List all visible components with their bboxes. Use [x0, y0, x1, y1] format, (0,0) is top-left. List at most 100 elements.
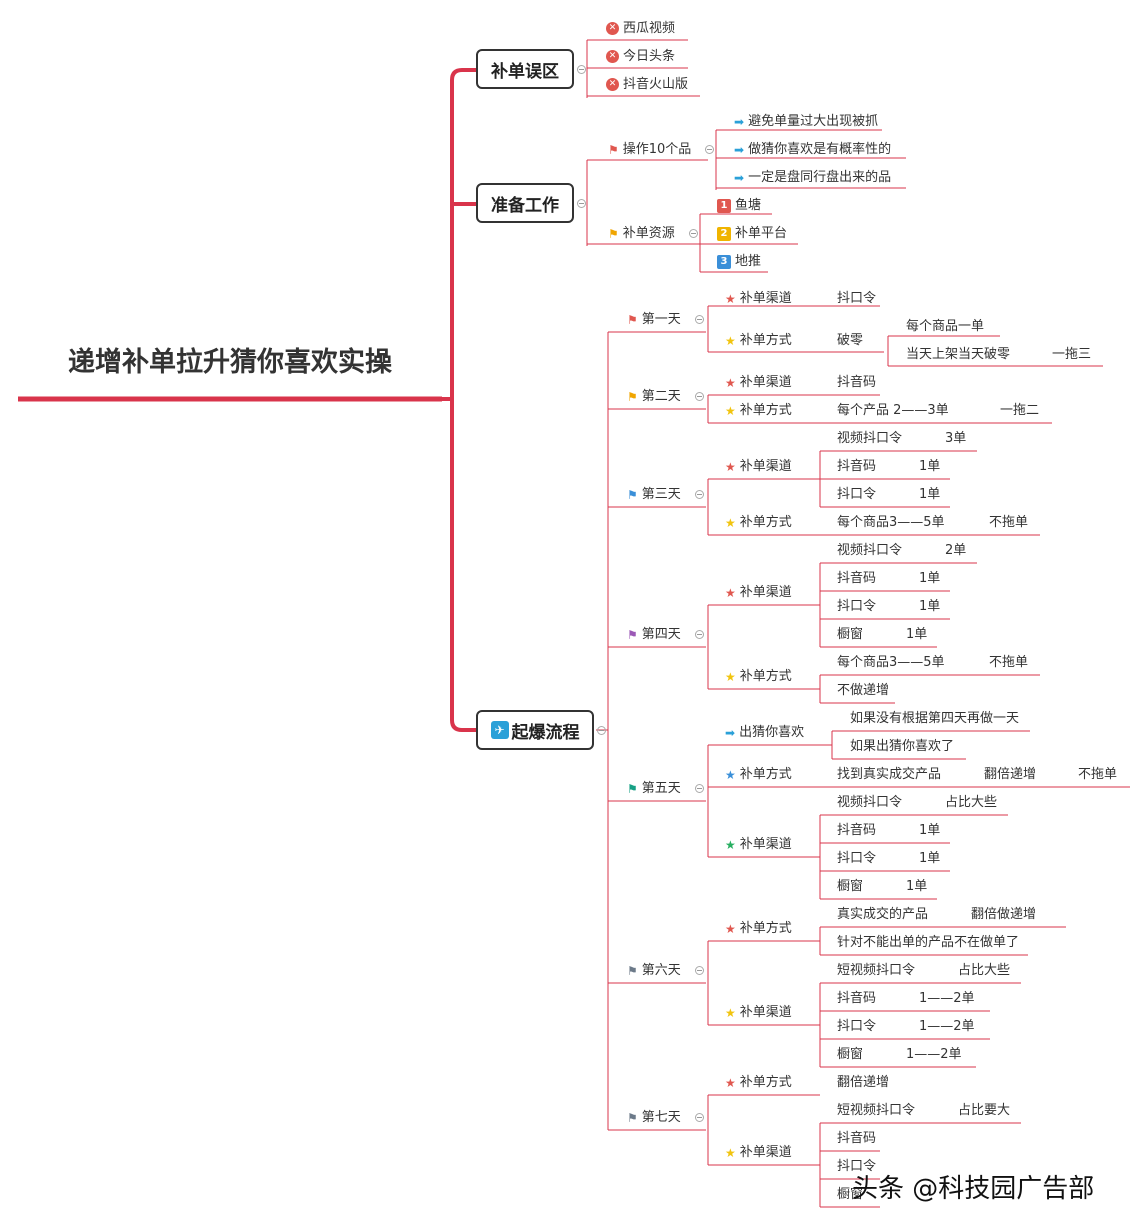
day-node[interactable]: ⚑第五天	[627, 781, 681, 797]
method-node[interactable]: ★补单方式	[725, 1075, 792, 1091]
prep-op10[interactable]: ⚑操作10个品	[608, 142, 691, 158]
leaf[interactable]: 翻倍递增	[984, 767, 1037, 782]
collapse-toggle-icon[interactable]	[705, 145, 714, 154]
collapse-toggle-icon[interactable]	[577, 199, 586, 208]
leaf[interactable]: 1单	[919, 571, 941, 586]
leaf[interactable]: 1单	[919, 823, 941, 838]
leaf[interactable]: 短视频抖口令	[837, 963, 916, 978]
leaf[interactable]: 每个商品3——5单	[837, 655, 945, 670]
method-node[interactable]: ★补单方式	[725, 403, 792, 419]
collapse-toggle-icon[interactable]	[689, 229, 698, 238]
leaf[interactable]: 1——2单	[919, 1019, 975, 1034]
leaf[interactable]: 抖音码	[837, 991, 877, 1006]
channel-node[interactable]: ★补单渠道	[725, 291, 792, 307]
leaf[interactable]: 视频抖口令	[837, 431, 903, 446]
leaf[interactable]: 一拖三	[1052, 347, 1092, 362]
misc-item[interactable]: ✕今日头条	[606, 49, 675, 65]
leaf[interactable]: 抖音码	[837, 571, 877, 586]
leaf[interactable]: 短视频抖口令	[837, 1103, 916, 1118]
leaf[interactable]: 翻倍做递增	[971, 907, 1037, 922]
prep-op10-item[interactable]: ➡一定是盘同行盘出来的品	[734, 170, 891, 186]
leaf[interactable]: 橱窗	[837, 879, 864, 894]
leaf[interactable]: 当天上架当天破零	[906, 347, 1011, 362]
leaf[interactable]: 抖口令	[837, 487, 877, 502]
leaf[interactable]: 1单	[919, 599, 941, 614]
collapse-toggle-icon[interactable]	[695, 630, 704, 639]
leaf[interactable]: 如果没有根据第四天再做一天	[850, 711, 1020, 726]
misc-item[interactable]: ✕西瓜视频	[606, 21, 675, 37]
channel-node[interactable]: ★补单渠道	[725, 375, 792, 391]
leaf[interactable]: 抖音码	[837, 1131, 877, 1146]
leaf[interactable]: 1——2单	[906, 1047, 962, 1062]
leaf[interactable]: 1单	[906, 627, 928, 642]
leaf[interactable]: 不拖单	[989, 515, 1029, 530]
method-node[interactable]: ★补单方式	[725, 767, 792, 783]
channel-node[interactable]: ★补单渠道	[725, 837, 792, 853]
day-node[interactable]: ⚑第一天	[627, 312, 681, 328]
leaf[interactable]: 占比要大	[958, 1103, 1011, 1118]
leaf[interactable]: 1单	[919, 851, 941, 866]
leaf[interactable]: 如果出猜你喜欢了	[850, 739, 955, 754]
branch-preparation[interactable]: 准备工作	[476, 183, 574, 223]
method-node[interactable]: ★补单方式	[725, 515, 792, 531]
collapse-toggle-icon[interactable]	[695, 490, 704, 499]
branch-launch-process[interactable]: ✈起爆流程	[476, 710, 594, 750]
leaf[interactable]: 抖音码	[837, 823, 877, 838]
leaf[interactable]: 抖音码	[837, 459, 877, 474]
collapse-toggle-icon[interactable]	[695, 784, 704, 793]
leaf[interactable]: 2单	[945, 543, 967, 558]
day-node[interactable]: ⚑第六天	[627, 963, 681, 979]
day-node[interactable]: ⚑第三天	[627, 487, 681, 503]
day-node[interactable]: ⚑第七天	[627, 1110, 681, 1126]
collapse-toggle-icon[interactable]	[597, 726, 606, 735]
leaf[interactable]: 橱窗	[837, 627, 864, 642]
day-node[interactable]: ⚑第四天	[627, 627, 681, 643]
leaf[interactable]: 抖口令	[837, 599, 877, 614]
leaf[interactable]: 抖口令	[837, 1159, 877, 1174]
root-topic[interactable]: 递增补单拉升猜你喜欢实操	[68, 347, 392, 378]
leaf[interactable]: 每个商品3——5单	[837, 515, 945, 530]
leaf[interactable]: 一拖二	[1000, 403, 1040, 418]
guess-node[interactable]: ➡出猜你喜欢	[725, 725, 804, 741]
collapse-toggle-icon[interactable]	[695, 392, 704, 401]
leaf[interactable]: 橱窗	[837, 1187, 864, 1202]
channel-node[interactable]: ★补单渠道	[725, 1145, 792, 1161]
leaf[interactable]: 抖口令	[837, 851, 877, 866]
leaf[interactable]: 1单	[919, 487, 941, 502]
leaf[interactable]: 每个产品 2——3单	[837, 403, 949, 418]
leaf[interactable]: 抖口令	[837, 291, 877, 306]
leaf[interactable]: 不做递增	[837, 683, 890, 698]
leaf[interactable]: 每个商品一单	[906, 319, 985, 334]
collapse-toggle-icon[interactable]	[695, 1113, 704, 1122]
misc-item[interactable]: ✕抖音火山版	[606, 77, 688, 93]
method-node[interactable]: ★补单方式	[725, 669, 792, 685]
leaf[interactable]: 占比大些	[958, 963, 1011, 978]
leaf[interactable]: 视频抖口令	[837, 543, 903, 558]
leaf[interactable]: 视频抖口令	[837, 795, 903, 810]
leaf[interactable]: 针对不能出单的产品不在做单了	[837, 935, 1020, 950]
collapse-toggle-icon[interactable]	[695, 966, 704, 975]
leaf[interactable]: 1单	[919, 459, 941, 474]
method-node[interactable]: ★补单方式	[725, 333, 792, 349]
leaf[interactable]: 橱窗	[837, 1047, 864, 1062]
leaf[interactable]: 破零	[837, 333, 864, 348]
leaf[interactable]: 找到真实成交产品	[837, 767, 942, 782]
leaf[interactable]: 抖音码	[837, 375, 877, 390]
day-node[interactable]: ⚑第二天	[627, 389, 681, 405]
prep-resource[interactable]: ⚑补单资源	[608, 226, 675, 242]
leaf[interactable]: 占比大些	[945, 795, 998, 810]
branch-misconceptions[interactable]: 补单误区	[476, 49, 574, 89]
leaf[interactable]: 不拖单	[1078, 767, 1118, 782]
leaf[interactable]: 抖口令	[837, 1019, 877, 1034]
leaf[interactable]: 1单	[906, 879, 928, 894]
leaf[interactable]: 3单	[945, 431, 967, 446]
prep-op10-item[interactable]: ➡做猜你喜欢是有概率性的	[734, 142, 891, 158]
channel-node[interactable]: ★补单渠道	[725, 1005, 792, 1021]
channel-node[interactable]: ★补单渠道	[725, 459, 792, 475]
prep-op10-item[interactable]: ➡避免单量过大出现被抓	[734, 114, 878, 130]
leaf[interactable]: 翻倍递增	[837, 1075, 890, 1090]
collapse-toggle-icon[interactable]	[577, 65, 586, 74]
